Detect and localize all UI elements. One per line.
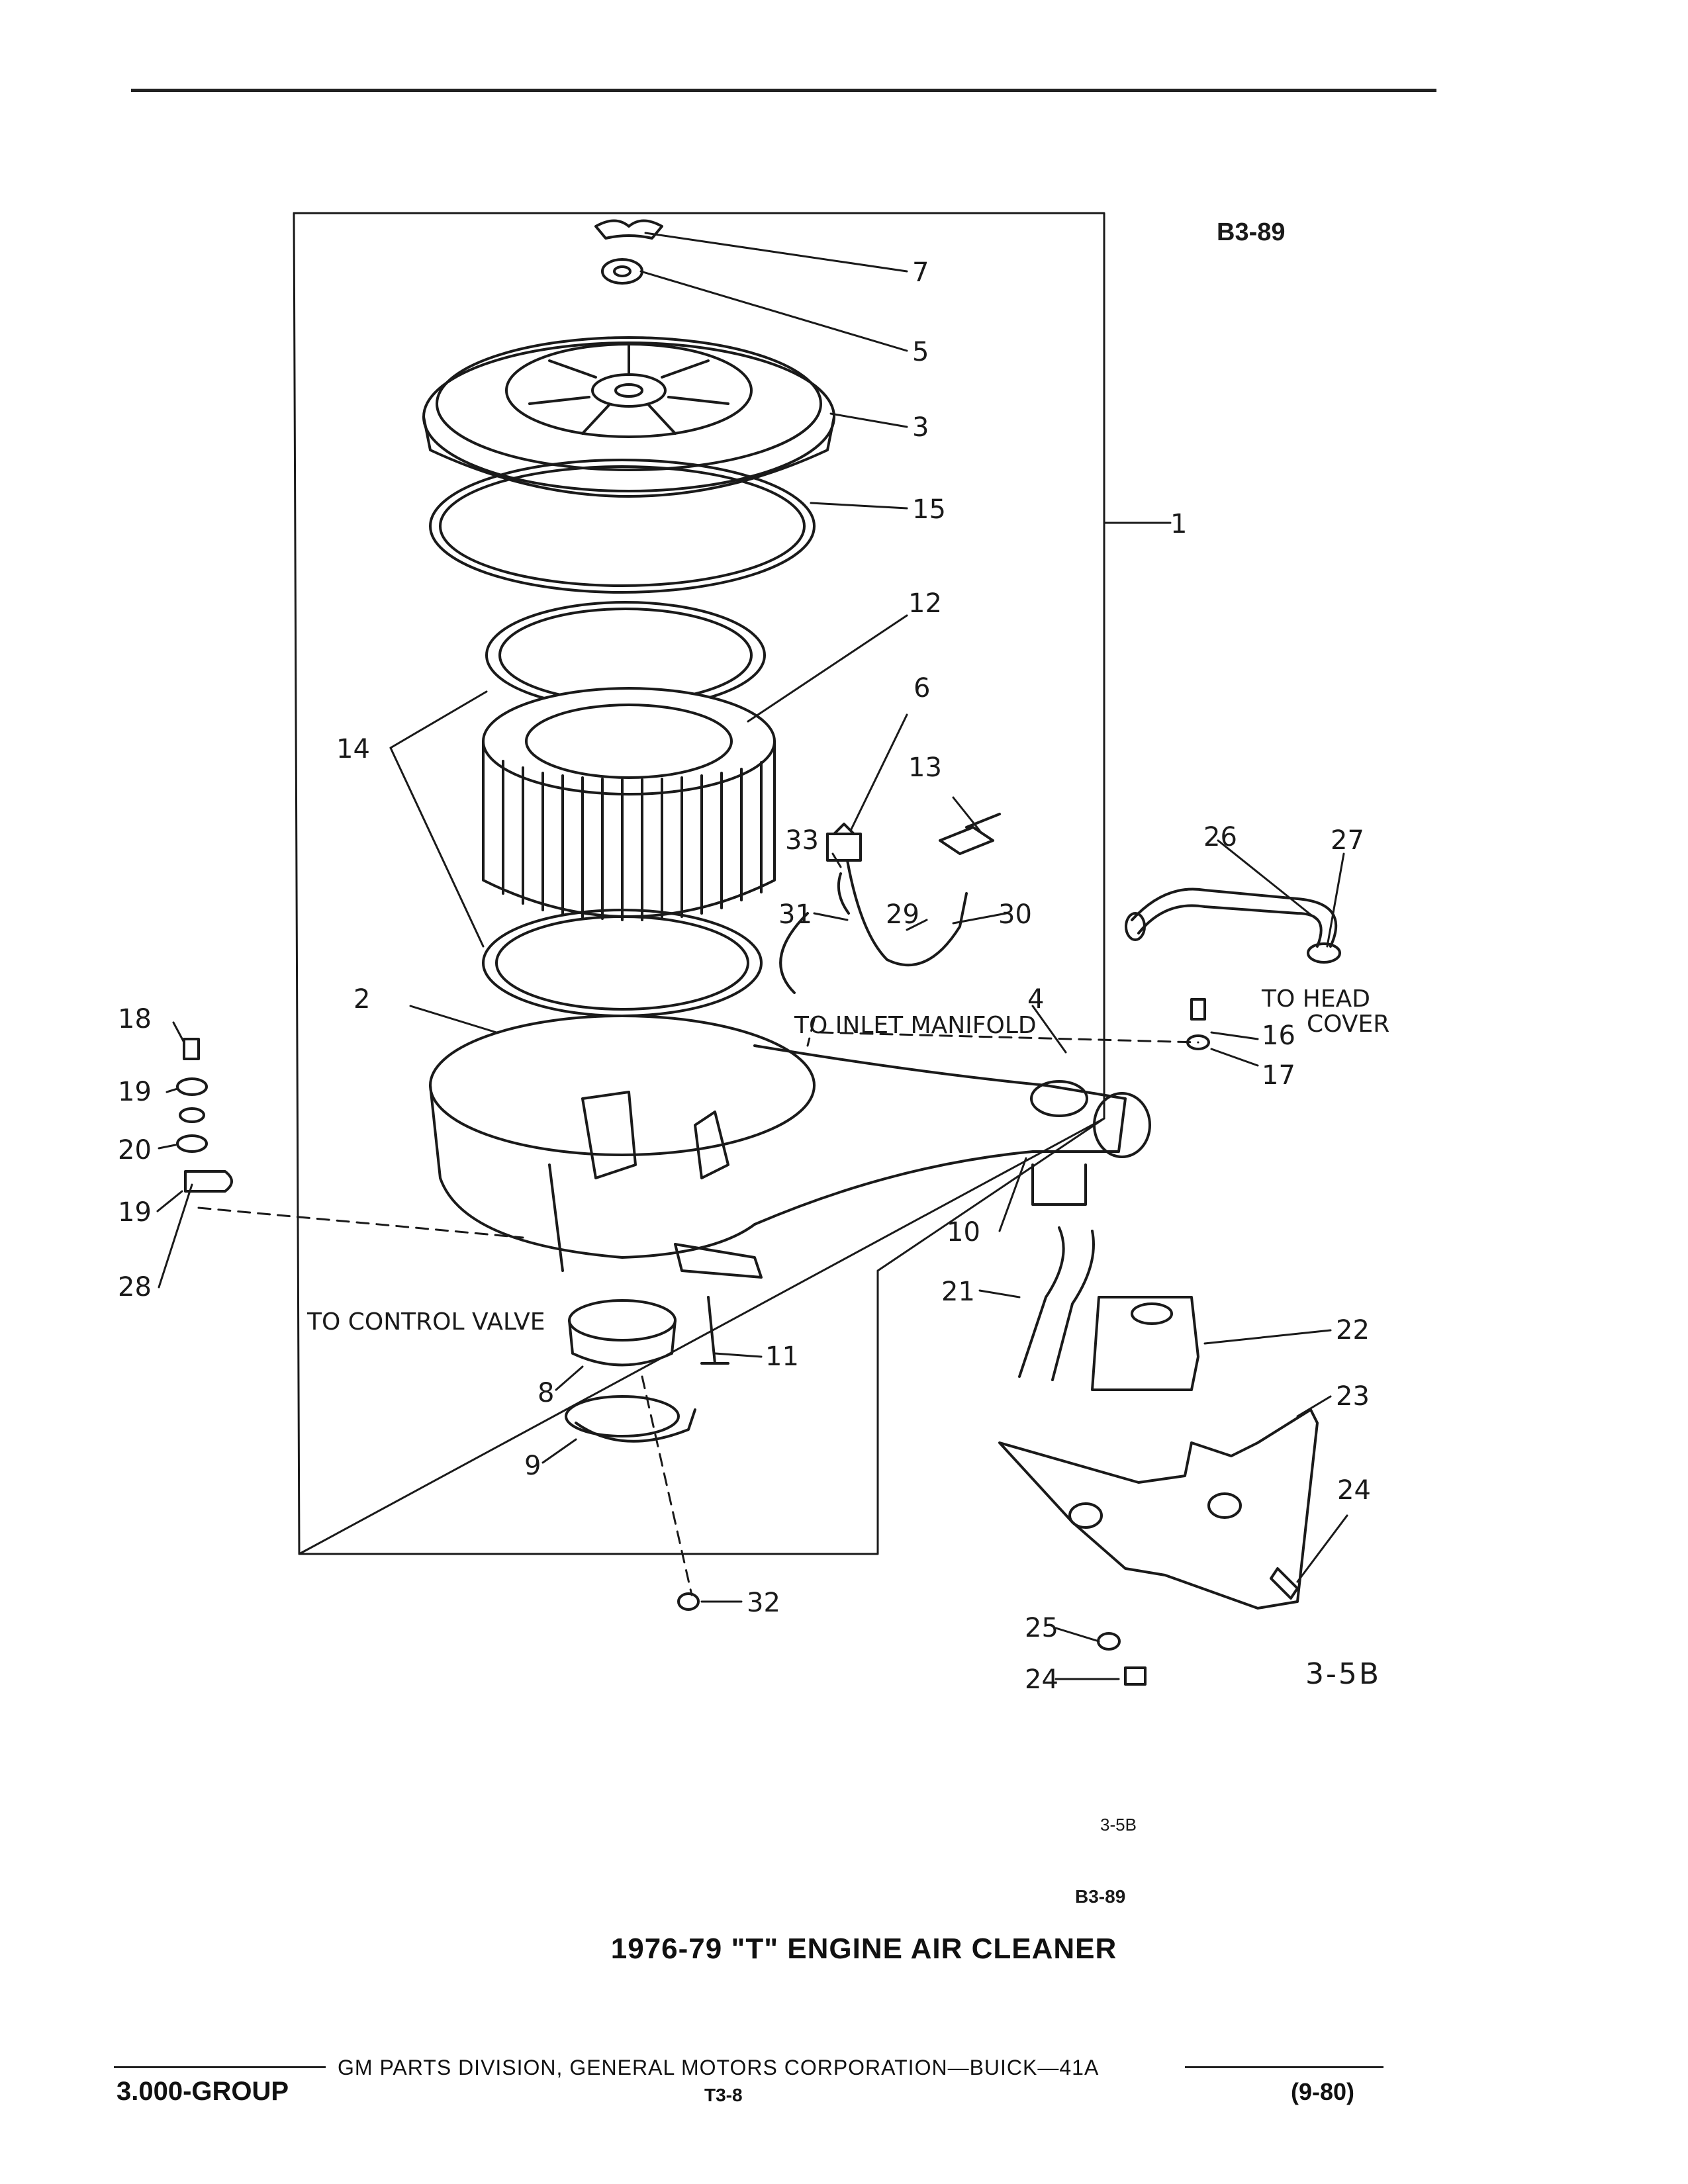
view-code-large: 3-5B <box>1305 1657 1382 1691</box>
footer-page: T3-8 <box>704 2085 743 2105</box>
callout-29: 29 <box>886 899 919 930</box>
mounting-stud <box>700 1296 729 1365</box>
note-to-head-cover-line2: COVER <box>1307 1011 1390 1038</box>
left-fasteners <box>176 1038 233 1193</box>
callout-28: 28 <box>118 1272 152 1302</box>
filter-element <box>482 687 776 921</box>
callout-19-lower: 19 <box>118 1197 152 1228</box>
callout-9: 9 <box>524 1451 541 1481</box>
filter-seal-lower <box>482 909 763 1017</box>
diagram-title: 1976-79 "T" ENGINE AIR CLEANER <box>610 1933 1117 1965</box>
callout-32: 32 <box>747 1588 780 1618</box>
callout-30: 30 <box>998 899 1032 930</box>
air-cleaner-lid <box>422 336 835 498</box>
lid-gasket <box>429 459 816 594</box>
note-to-control-valve: TO CONTROL VALVE <box>307 1308 545 1336</box>
assembly-outline <box>293 212 1105 1555</box>
callout-14: 14 <box>336 734 370 764</box>
heat-shield <box>998 1408 1319 1610</box>
callout-15: 15 <box>912 494 946 525</box>
callout-33: 33 <box>785 825 819 856</box>
callout-10: 10 <box>947 1217 980 1248</box>
pipe-21 <box>1018 1226 1095 1381</box>
vacuum-switch <box>939 813 1001 855</box>
base-seal-and-clamp <box>565 1299 696 1443</box>
note-to-inlet-manifold: TO INLET MANIFOLD <box>794 1012 1037 1039</box>
footer-rule-left <box>114 2066 326 2068</box>
callout-20: 20 <box>118 1135 152 1165</box>
footer-division: GM PARTS DIVISION, GENERAL MOTORS CORPOR… <box>338 2056 1100 2079</box>
callout-23: 23 <box>1336 1381 1370 1412</box>
callout-31: 31 <box>778 899 812 930</box>
callout-3: 3 <box>912 412 929 443</box>
callout-21: 21 <box>941 1277 975 1307</box>
temperature-sensor <box>826 823 862 862</box>
note-to-head-cover-line1: TO HEAD <box>1262 985 1370 1013</box>
callout-6: 6 <box>914 673 931 704</box>
callout-19-upper: 19 <box>118 1077 152 1107</box>
callout-24-upper: 24 <box>1337 1475 1371 1506</box>
callout-12: 12 <box>908 588 942 619</box>
callout-8: 8 <box>538 1378 555 1408</box>
figure-code-header: B3-89 <box>1217 218 1286 246</box>
callout-17: 17 <box>1262 1060 1295 1091</box>
callout-5: 5 <box>912 337 929 367</box>
nut-32 <box>677 1592 700 1611</box>
callout-13: 13 <box>908 752 942 783</box>
top-rule <box>131 89 1436 92</box>
footer-rule-right <box>1185 2066 1383 2068</box>
head-cover-hose <box>1125 887 1338 948</box>
callout-1: 1 <box>1170 509 1188 539</box>
callout-26: 26 <box>1203 822 1237 852</box>
callout-16: 16 <box>1262 1021 1295 1051</box>
callout-22: 22 <box>1336 1315 1370 1345</box>
footer-date: (9-80) <box>1291 2078 1355 2105</box>
callout-27: 27 <box>1331 825 1364 856</box>
callout-4: 4 <box>1027 984 1045 1015</box>
callout-24-lower: 24 <box>1025 1664 1058 1695</box>
callout-7: 7 <box>912 257 929 288</box>
washer-top <box>601 258 643 285</box>
callout-25: 25 <box>1025 1613 1058 1643</box>
air-cleaner-body <box>429 1015 1151 1279</box>
bracket-22 <box>1091 1296 1199 1391</box>
callout-18: 18 <box>118 1004 152 1034</box>
view-code-small: 3-5B <box>1100 1815 1137 1835</box>
hose-clamp <box>1307 942 1341 964</box>
vacuum-hoses <box>779 859 968 994</box>
figure-code-small: B3-89 <box>1075 1886 1126 1907</box>
footer-group: 3.000-GROUP <box>117 2077 289 2106</box>
callout-2: 2 <box>353 984 371 1015</box>
wing-nut <box>594 219 663 240</box>
callout-11: 11 <box>765 1342 799 1372</box>
